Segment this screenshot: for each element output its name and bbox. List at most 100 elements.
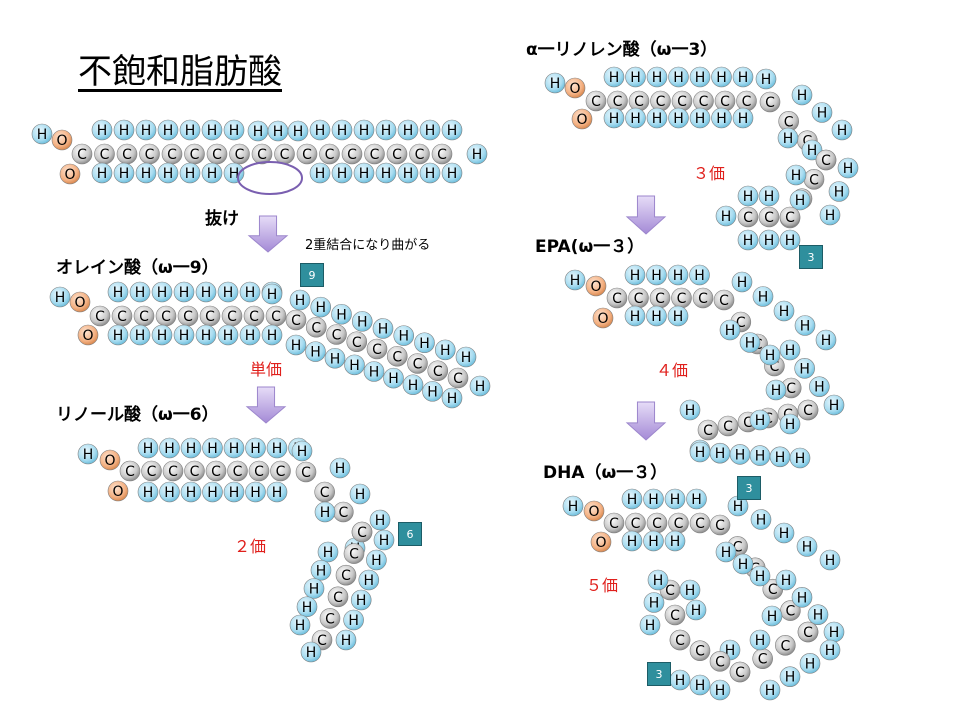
svg-text:H: H <box>207 441 218 457</box>
hydrogen-atom: H <box>831 119 853 141</box>
carbon-atom: C <box>139 143 160 165</box>
carbon-atom: C <box>671 287 692 309</box>
carbon-atom: C <box>797 399 819 421</box>
carbon-atom: C <box>274 143 295 165</box>
svg-text:C: C <box>695 644 705 660</box>
svg-text:H: H <box>398 329 409 345</box>
svg-text:H: H <box>738 557 749 573</box>
svg-text:H: H <box>425 166 436 182</box>
hydrogen-atom: H <box>31 123 53 145</box>
svg-text:C: C <box>349 547 359 563</box>
svg-text:C: C <box>698 291 708 307</box>
svg-text:H: H <box>291 338 302 354</box>
svg-text:H: H <box>627 492 638 508</box>
carbon-atom: C <box>427 360 449 382</box>
hydrogen-atom: H <box>667 264 689 286</box>
hydrogen-atom: H <box>113 162 135 184</box>
hydrogen-atom: H <box>267 120 289 142</box>
svg-text:H: H <box>755 569 766 585</box>
svg-text:H: H <box>185 166 196 182</box>
hydrogen-atom: H <box>664 530 686 552</box>
hydrogen-atom: H <box>331 119 353 141</box>
hydrogen-atom: H <box>441 162 463 184</box>
svg-text:H: H <box>336 307 347 323</box>
svg-text:H: H <box>330 351 341 367</box>
hydrogen-atom: H <box>247 120 269 142</box>
svg-text:H: H <box>725 643 736 659</box>
carbon-atom: C <box>248 460 270 482</box>
svg-text:C: C <box>320 485 330 501</box>
svg-text:C: C <box>254 464 264 480</box>
svg-text:H: H <box>781 573 792 589</box>
carbon-atom: C <box>759 91 781 113</box>
svg-text:H: H <box>97 123 108 139</box>
svg-text:C: C <box>715 518 725 534</box>
hydrogen-atom: H <box>621 530 643 552</box>
carbon-atom: C <box>364 143 385 165</box>
svg-text:C: C <box>249 309 259 325</box>
svg-text:H: H <box>55 290 66 306</box>
hydrogen-atom: H <box>179 162 201 184</box>
carbon-atom: C <box>251 143 273 165</box>
hydrogen-atom: H <box>137 481 159 503</box>
hydrogen-atom: H <box>749 629 771 651</box>
svg-text:H: H <box>738 111 749 127</box>
svg-text:H: H <box>113 328 124 344</box>
carbon-atom: C <box>664 604 686 626</box>
svg-text:H: H <box>795 451 806 467</box>
carbon-atom: C <box>386 143 408 165</box>
arrows <box>245 195 667 441</box>
svg-text:H: H <box>320 505 331 521</box>
svg-text:H: H <box>375 513 386 529</box>
carbon-atom: C <box>815 149 837 171</box>
hydrogen-atom: H <box>749 409 771 431</box>
hydrogen-atom: H <box>369 509 391 531</box>
hydrogen-atom: H <box>779 229 801 251</box>
hydrogen-atom: H <box>239 324 261 346</box>
hydrogen-atom: H <box>646 66 668 88</box>
svg-text:C: C <box>765 95 775 111</box>
hydrogen-atom: H <box>180 481 202 503</box>
svg-text:H: H <box>245 285 256 301</box>
svg-text:H: H <box>403 123 414 139</box>
svg-text:C: C <box>311 320 321 336</box>
carbon-atom: C <box>689 640 711 661</box>
svg-text:H: H <box>403 166 414 182</box>
hydrogen-atom: H <box>789 189 811 211</box>
alpha-linolenic-omega-badge: 3 <box>799 245 823 269</box>
oxygen-atom: O <box>590 531 612 553</box>
svg-text:H: H <box>837 123 848 139</box>
carbon-atom: C <box>431 143 453 165</box>
hydrogen-atom: H <box>794 358 815 379</box>
svg-text:H: H <box>185 123 196 139</box>
hydrogen-atom: H <box>759 679 781 701</box>
svg-text:H: H <box>785 670 796 686</box>
hydrogen-atom: H <box>261 324 283 346</box>
hydrogen-atom: H <box>794 315 816 336</box>
svg-text:C: C <box>325 611 335 627</box>
svg-text:C: C <box>764 210 774 226</box>
svg-text:H: H <box>359 166 370 182</box>
svg-text:H: H <box>817 106 828 122</box>
svg-text:H: H <box>743 233 754 249</box>
svg-text:H: H <box>802 540 813 556</box>
oxygen-atom: O <box>77 324 99 346</box>
hydrogen-atom: H <box>49 286 71 308</box>
carbon-atom: C <box>758 206 780 228</box>
carbon-atom: C <box>650 90 671 112</box>
carbon-atom: C <box>326 324 347 345</box>
svg-text:H: H <box>673 268 684 284</box>
hydrogen-atom: H <box>809 376 830 397</box>
svg-text:O: O <box>82 328 93 344</box>
hydrogen-atom: H <box>353 119 375 141</box>
svg-text:C: C <box>100 147 110 163</box>
svg-text:O: O <box>595 535 606 551</box>
svg-text:C: C <box>301 465 311 481</box>
hydrogen-atom: H <box>646 305 667 327</box>
svg-text:H: H <box>630 70 641 86</box>
svg-text:H: H <box>653 573 664 589</box>
svg-text:C: C <box>77 147 87 163</box>
svg-text:H: H <box>807 143 818 159</box>
svg-text:C: C <box>235 147 245 163</box>
svg-text:H: H <box>229 166 240 182</box>
